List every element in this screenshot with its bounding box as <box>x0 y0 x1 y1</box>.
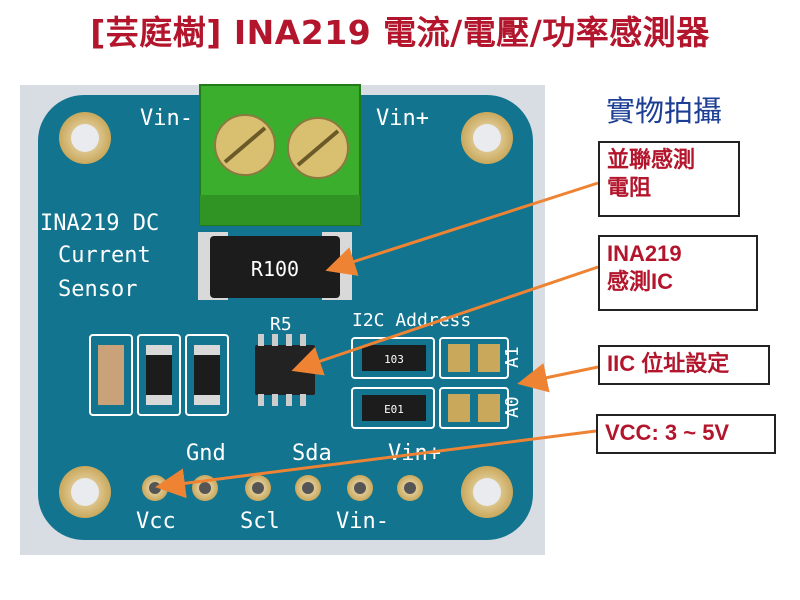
silk-pin-vin-minus: Vin- <box>336 509 389 534</box>
arrow-iic-address <box>517 363 599 393</box>
callout-ina219: INA219 感測IC <box>598 235 758 311</box>
silk-pin-vcc: Vcc <box>136 509 176 534</box>
silk-vin-minus-top: Vin- <box>140 106 193 131</box>
callout-iic-line-1: IIC 位址設定 <box>607 351 730 376</box>
photo-label: 實物拍攝 <box>606 94 723 128</box>
silk-title-line-1: INA219 DC <box>40 211 159 236</box>
arrow-shunt-resistor <box>325 181 599 276</box>
mounting-holes <box>59 112 513 518</box>
silk-vin-plus-top: Vin+ <box>376 106 429 131</box>
silk-pin-gnd: Gnd <box>186 441 226 466</box>
header-pins <box>142 475 423 501</box>
callout-ina219-line-2: 感測IC <box>607 269 674 294</box>
callout-shunt-resistor: 並聯感測 電阻 <box>598 141 740 217</box>
smd-components <box>89 334 229 416</box>
silk-i2c-address: I2C Address <box>352 310 471 331</box>
callout-iic-address: IIC 位址設定 <box>598 345 770 385</box>
silk-title-line-2: Current <box>58 243 151 268</box>
silk-pin-sda: Sda <box>292 441 332 466</box>
silk-a0: A0 <box>502 396 523 418</box>
arrow-ina219-chip <box>291 265 599 376</box>
silk-pin-scl: Scl <box>240 509 280 534</box>
page-title: [芸庭樹] INA219 電流/電壓/功率感測器 <box>90 13 710 52</box>
silk-r5: R5 <box>270 314 292 335</box>
callout-vcc: VCC: 3 ~ 5V <box>596 414 776 454</box>
screw-terminal <box>199 84 361 226</box>
resistor-e01-text: E01 <box>384 403 404 416</box>
callout-vcc-line-1: VCC: 3 ~ 5V <box>605 420 730 445</box>
callout-arrows <box>155 181 599 499</box>
callout-ina219-line-1: INA219 <box>607 241 682 266</box>
callout-shunt-line-1: 並聯感測 <box>607 147 696 172</box>
arrow-vcc <box>155 429 597 499</box>
callout-shunt-line-2: 電阻 <box>607 175 652 200</box>
resistor-103-text: 103 <box>384 353 404 366</box>
address-jumpers: 103 E01 <box>351 337 509 429</box>
resistor-code-text: R100 <box>251 257 299 281</box>
silk-title-line-3: Sensor <box>58 277 137 302</box>
silk-a1: A1 <box>502 346 523 368</box>
shunt-resistor: R100 <box>198 232 352 300</box>
